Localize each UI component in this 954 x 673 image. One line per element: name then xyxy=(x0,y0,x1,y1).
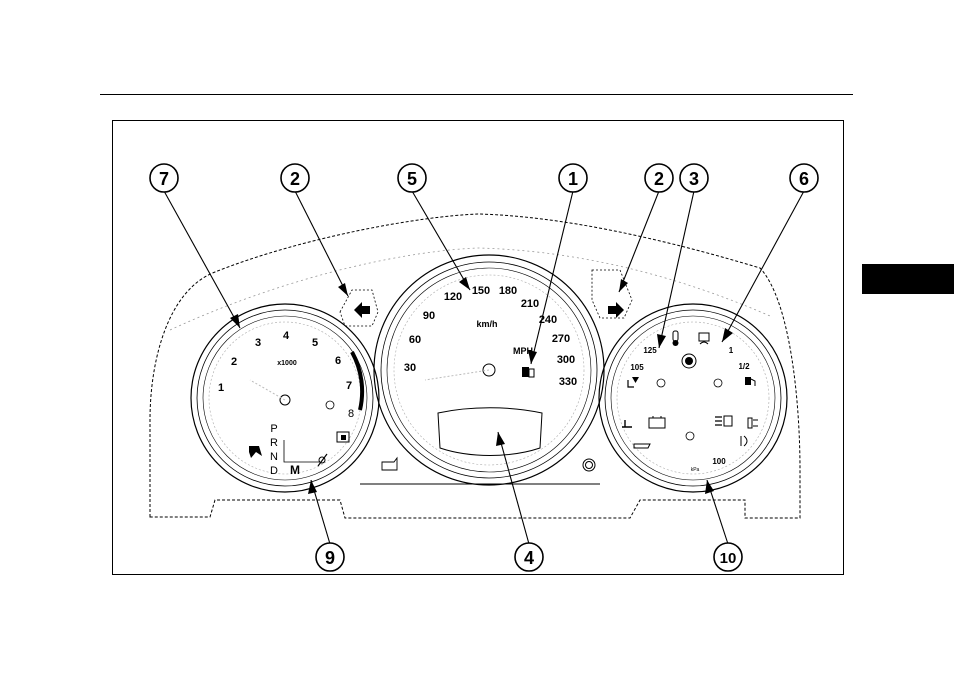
battery-warning-icon xyxy=(649,416,665,428)
speed-tick-60: 60 xyxy=(409,334,421,346)
right-turn-arrow-icon xyxy=(608,302,624,318)
tach-tick-7: 7 xyxy=(346,380,352,392)
callout-9: 9 xyxy=(316,543,344,571)
combination-gauge: 125 105 1 1/2 100 kPa xyxy=(599,304,787,492)
fuel-full-label: 1 xyxy=(729,346,734,355)
multi-information-display xyxy=(438,408,542,456)
cluster-housing xyxy=(150,214,800,518)
pressure-unit-label: kPa xyxy=(691,467,700,473)
svg-text:2: 2 xyxy=(290,169,300,189)
check-engine-icon xyxy=(382,458,397,470)
svg-text:9: 9 xyxy=(325,548,335,568)
speed-unit-kmh: km/h xyxy=(476,319,497,329)
callout-7: 7 xyxy=(150,164,178,192)
tach-scale-label: x1000 xyxy=(277,360,297,367)
svg-text:3: 3 xyxy=(689,169,699,189)
speed-tick-300: 300 xyxy=(557,354,575,366)
fuel-half-label: 1/2 xyxy=(738,362,750,371)
gear-p: P xyxy=(270,423,277,435)
door-open-icon xyxy=(337,432,349,442)
rear-fog-icon xyxy=(748,418,758,428)
callout-3: 3 xyxy=(680,164,708,192)
gear-manual: M xyxy=(290,463,300,477)
front-fog-icon xyxy=(741,436,747,446)
left-turn-arrow-icon xyxy=(354,302,370,318)
callout-2-right: 2 xyxy=(645,164,673,192)
callout-10: 10 xyxy=(714,543,742,571)
fuel-pump-icon xyxy=(745,377,755,386)
speed-tick-210: 210 xyxy=(521,298,539,310)
gear-r: R xyxy=(270,437,278,449)
callout-2-left: 2 xyxy=(281,164,309,192)
callout-6: 6 xyxy=(790,164,818,192)
gear-d: D xyxy=(270,465,278,477)
callout-5: 5 xyxy=(398,164,426,192)
pressure-value-label: 100 xyxy=(712,457,726,466)
gear-n: N xyxy=(270,451,278,463)
coolant-temp-icon xyxy=(628,377,639,387)
abs-warning-icon xyxy=(682,354,696,368)
seatbelt-warning-icon xyxy=(249,446,262,458)
temperature-warning-icon xyxy=(673,331,679,346)
svg-text:10: 10 xyxy=(720,550,737,567)
tach-tick-8: 8 xyxy=(348,408,354,420)
speed-tick-270: 270 xyxy=(552,333,570,345)
svg-text:2: 2 xyxy=(654,169,664,189)
speed-tick-330: 330 xyxy=(559,376,577,388)
tach-tick-3: 3 xyxy=(255,337,261,349)
tach-tick-5: 5 xyxy=(312,337,318,349)
tach-tick-6: 6 xyxy=(335,355,341,367)
speed-tick-180: 180 xyxy=(499,285,517,297)
svg-text:7: 7 xyxy=(159,169,169,189)
speed-tick-120: 120 xyxy=(444,291,462,303)
svg-text:5: 5 xyxy=(407,169,417,189)
speed-tick-30: 30 xyxy=(404,362,416,374)
speed-tick-90: 90 xyxy=(423,310,435,322)
oil-temp-icon xyxy=(622,420,632,427)
speed-tick-150: 150 xyxy=(472,285,490,297)
headlight-indicator-icon xyxy=(715,416,732,426)
svg-text:4: 4 xyxy=(524,548,534,568)
oil-pressure-icon xyxy=(634,444,650,448)
svg-text:1: 1 xyxy=(568,169,578,189)
callout-1: 1 xyxy=(559,164,587,192)
tach-tick-2: 2 xyxy=(231,356,237,368)
brake-warning-icon xyxy=(583,459,595,471)
callout-4: 4 xyxy=(515,543,543,571)
tach-tick-4: 4 xyxy=(283,330,290,342)
tachometer-gauge: 1 2 3 4 5 6 7 8 x1000 P R N D M xyxy=(191,304,379,492)
low-fuel-icon xyxy=(522,367,534,377)
tach-tick-1: 1 xyxy=(218,382,224,394)
cruise-icon xyxy=(326,401,334,409)
speedometer-gauge: 30 60 90 120 150 180 210 240 270 300 330… xyxy=(374,255,604,485)
temp-low-label: 105 xyxy=(630,363,644,372)
temp-high-label: 125 xyxy=(643,346,657,355)
stability-control-icon xyxy=(699,333,709,344)
svg-text:6: 6 xyxy=(799,169,809,189)
